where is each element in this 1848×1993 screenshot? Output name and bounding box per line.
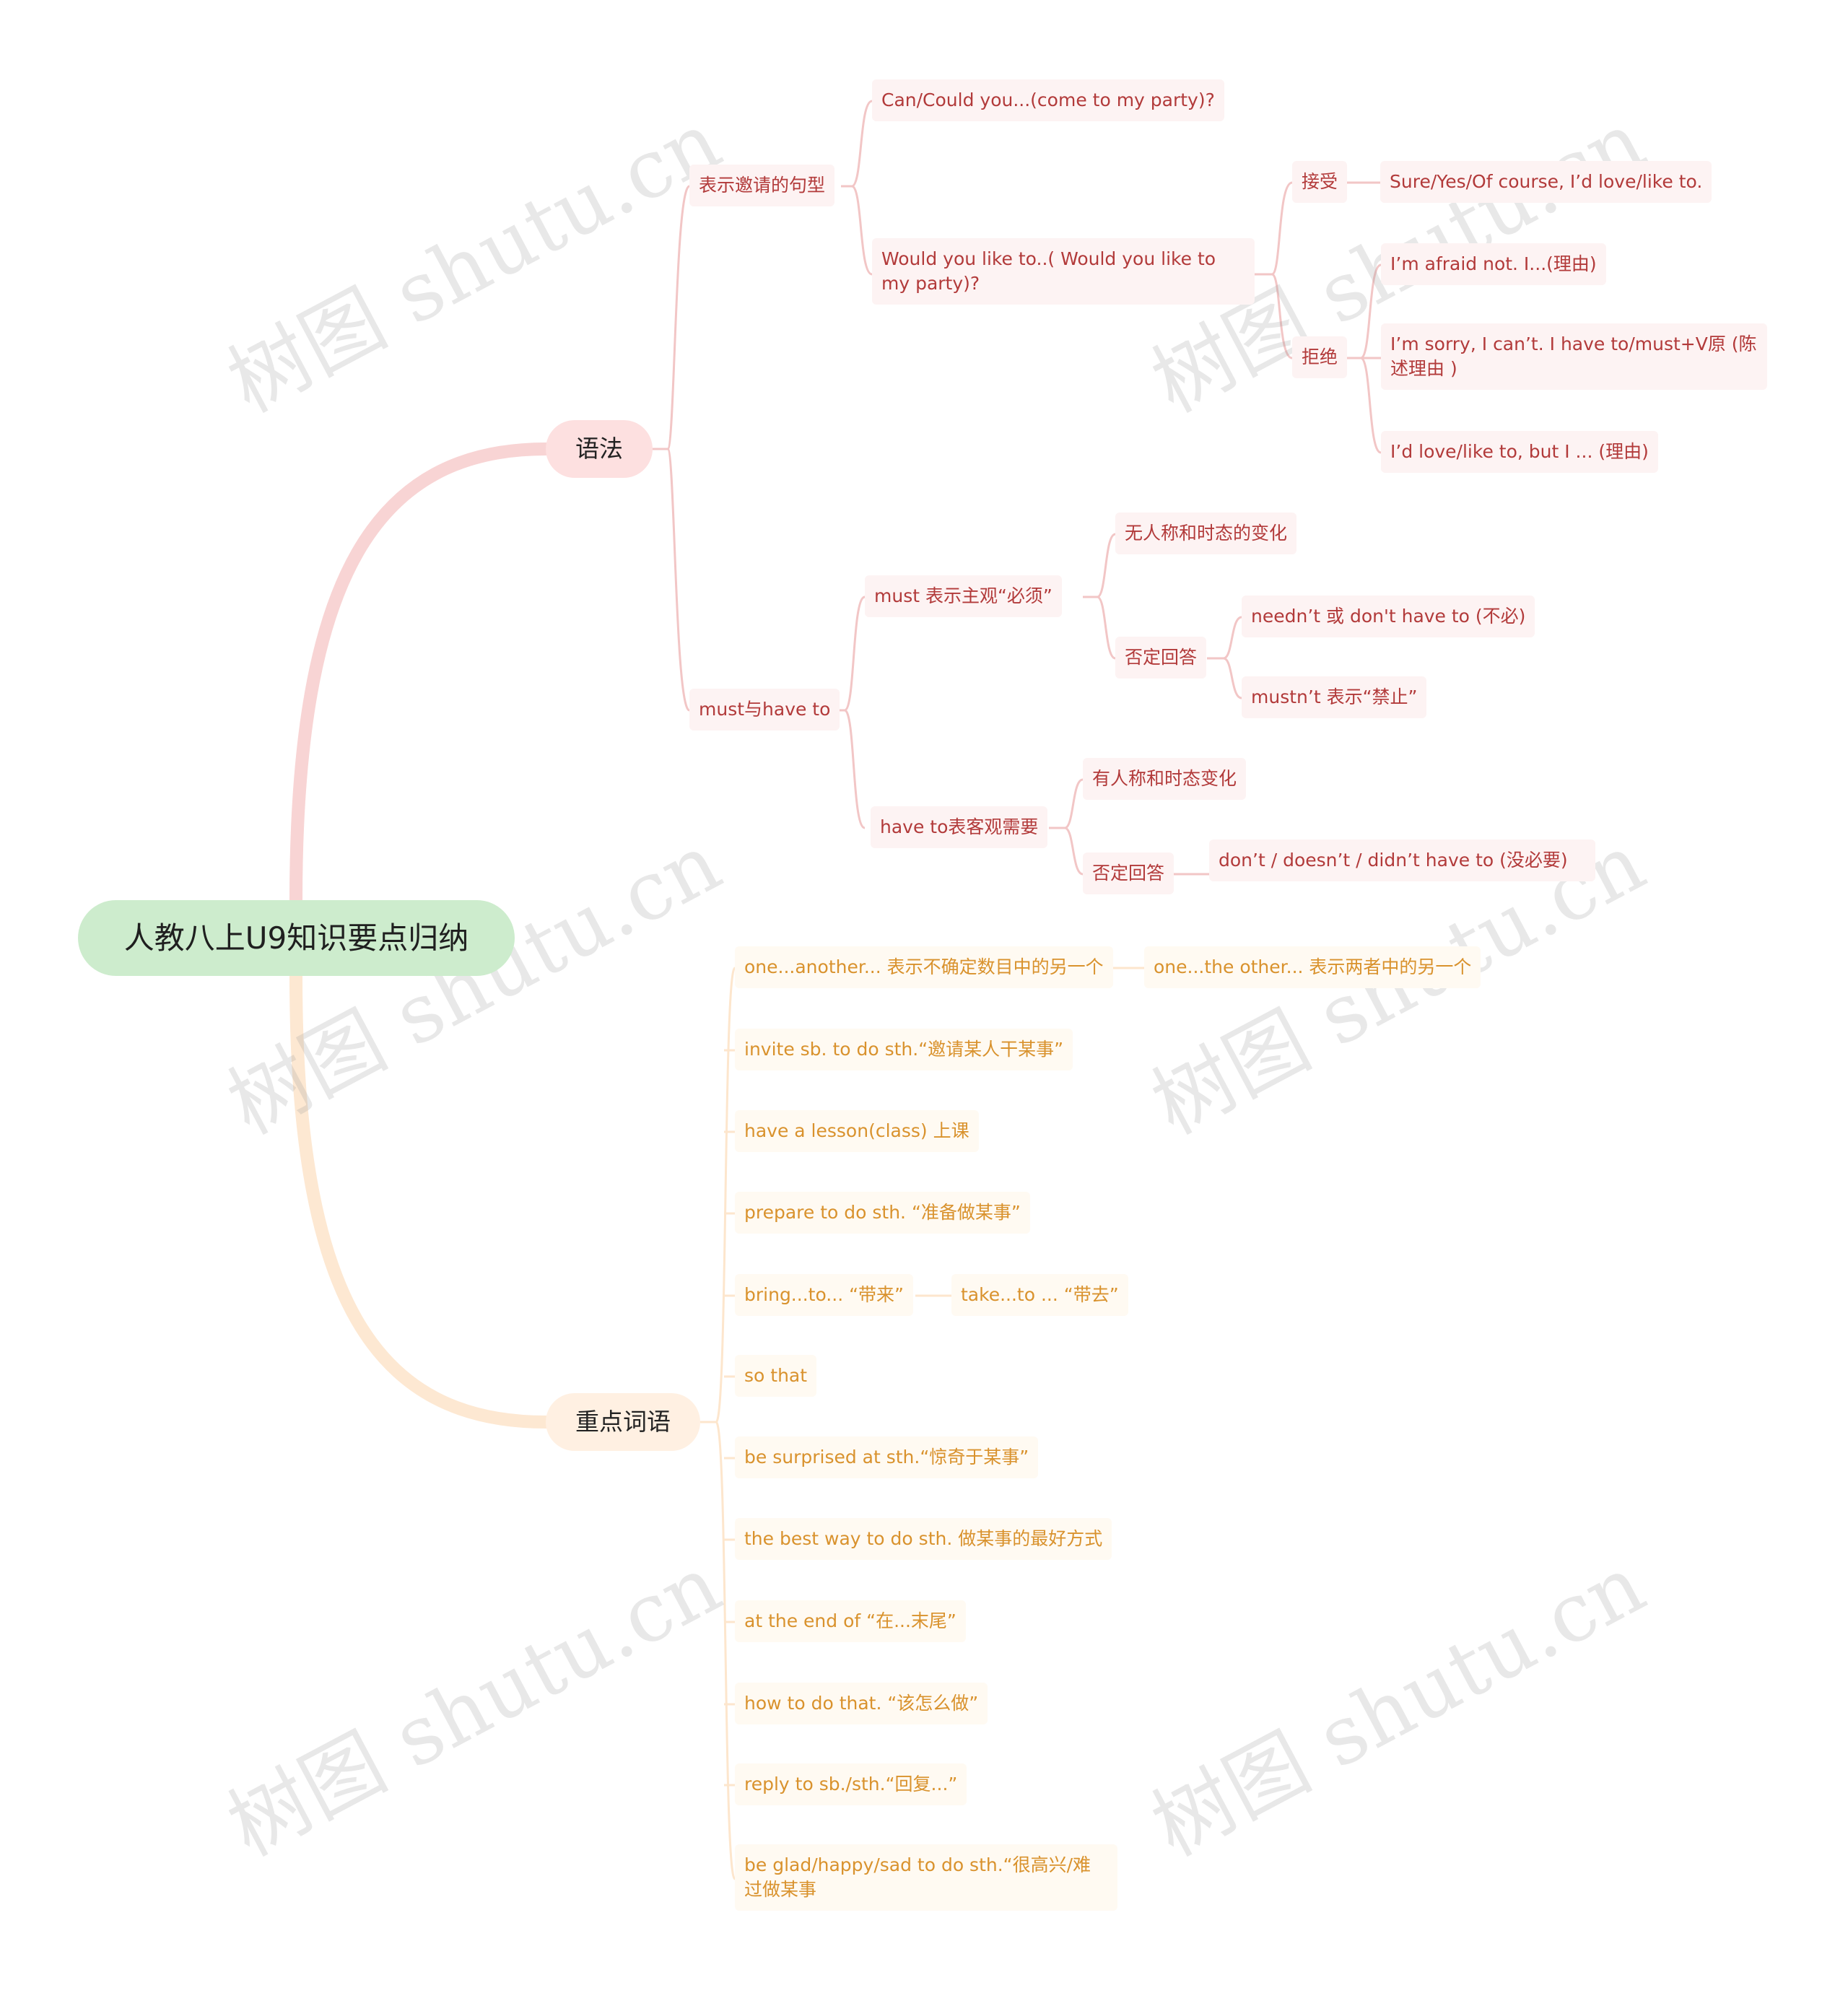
node-vocab-item[interactable]: be surprised at sth.“惊奇于某事” bbox=[735, 1436, 1039, 1478]
node-negative-item[interactable]: don’t / doesn’t / didn’t have to (没必要) bbox=[1209, 839, 1595, 881]
node-can-could[interactable]: Can/Could you...(come to my party)? bbox=[872, 79, 1224, 121]
node-vocab-item[interactable]: have a lesson(class) 上课 bbox=[735, 1110, 979, 1152]
node-no-change[interactable]: 无人称和时态的变化 bbox=[1115, 513, 1297, 554]
node-negative-item[interactable]: needn’t 或 don't have to (不必) bbox=[1242, 596, 1535, 637]
node-refuse-item[interactable]: I’m sorry, I can’t. I have to/must+V原 (陈… bbox=[1381, 323, 1767, 390]
node-negative-item[interactable]: mustn’t 表示“禁止” bbox=[1242, 676, 1427, 718]
node-invite-patterns[interactable]: 表示邀请的句型 bbox=[689, 165, 835, 206]
node-refuse[interactable]: 拒绝 bbox=[1292, 336, 1348, 378]
node-vocab-item[interactable]: one...another... 表示不确定数目中的另一个 bbox=[735, 946, 1113, 988]
node-negative-answer[interactable]: 否定回答 bbox=[1083, 852, 1174, 894]
node-accept-reply[interactable]: Sure/Yes/Of course, I’d love/like to. bbox=[1380, 161, 1712, 203]
branch-grammar[interactable]: 语法 bbox=[546, 420, 653, 478]
node-vocab-item[interactable]: be glad/happy/sad to do sth.“很高兴/难过做某事 bbox=[735, 1844, 1117, 1911]
node-must[interactable]: must 表示主观“必须” bbox=[865, 575, 1062, 617]
node-negative-answer[interactable]: 否定回答 bbox=[1115, 637, 1207, 679]
node-change[interactable]: 有人称和时态变化 bbox=[1083, 758, 1247, 800]
root-topic[interactable]: 人教八上U9知识要点归纳 bbox=[78, 900, 515, 976]
node-accept[interactable]: 接受 bbox=[1292, 161, 1348, 203]
node-vocab-item[interactable]: the best way to do sth. 做某事的最好方式 bbox=[735, 1518, 1112, 1560]
node-vocab-item[interactable]: reply to sb./sth.“回复...” bbox=[735, 1763, 967, 1805]
node-have-to[interactable]: have to表客观需要 bbox=[871, 806, 1048, 848]
node-refuse-item[interactable]: I’m afraid not. I...(理由) bbox=[1381, 243, 1606, 285]
node-vocab-item[interactable]: at the end of “在...末尾” bbox=[735, 1600, 966, 1642]
node-vocab-item[interactable]: how to do that. “该怎么做” bbox=[735, 1683, 988, 1724]
branch-vocab[interactable]: 重点词语 bbox=[546, 1393, 700, 1451]
node-would-like[interactable]: Would you like to..( Would you like to m… bbox=[872, 238, 1255, 305]
node-vocab-item[interactable]: prepare to do sth. “准备做某事” bbox=[735, 1192, 1030, 1234]
node-vocab-item[interactable]: so that bbox=[735, 1355, 817, 1397]
node-take-to[interactable]: take...to ... “带去” bbox=[951, 1274, 1128, 1316]
node-one-other[interactable]: one...the other... 表示两者中的另一个 bbox=[1144, 946, 1481, 988]
node-refuse-item[interactable]: I’d love/like to, but I ... (理由) bbox=[1381, 431, 1658, 473]
node-vocab-item[interactable]: invite sb. to do sth.“邀请某人干某事” bbox=[735, 1029, 1073, 1070]
node-must-have-to[interactable]: must与have to bbox=[689, 689, 840, 731]
node-vocab-item[interactable]: bring...to... “带来” bbox=[735, 1274, 913, 1316]
